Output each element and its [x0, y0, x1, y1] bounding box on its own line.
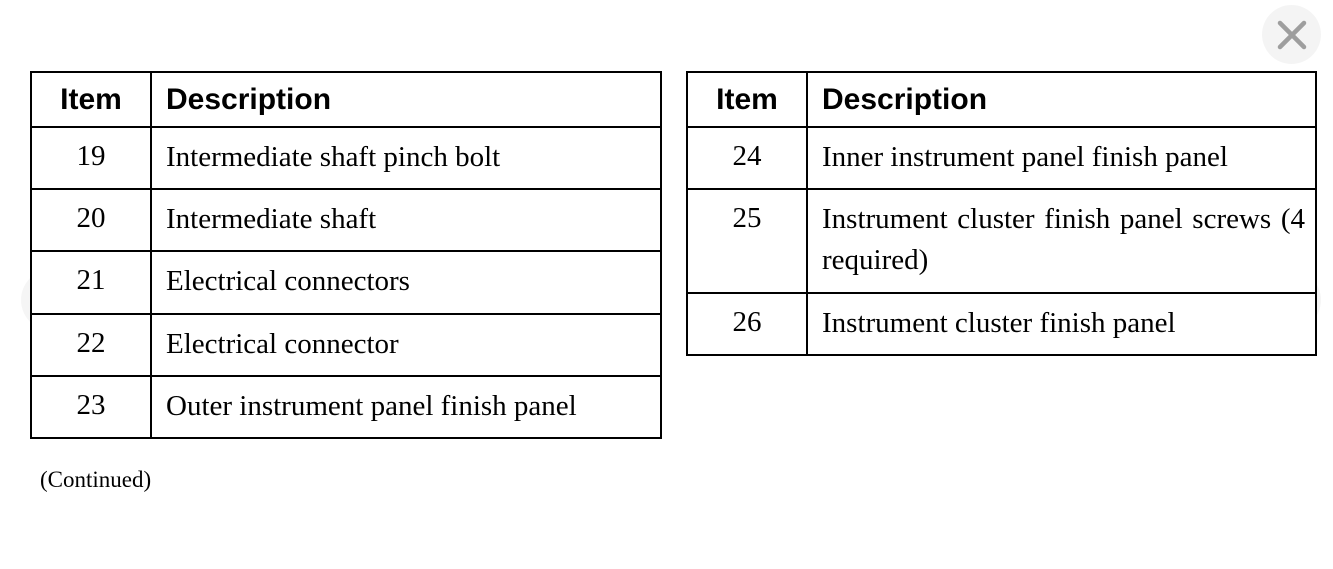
close-icon — [1275, 18, 1309, 52]
item-number: 19 — [30, 125, 152, 191]
item-number: 20 — [30, 188, 152, 253]
close-button[interactable] — [1262, 5, 1321, 64]
item-number: 22 — [30, 312, 152, 377]
table-header-row: Item Description — [30, 71, 662, 128]
table-row: 22 Electrical connector — [30, 312, 662, 377]
parts-table-right: Item Description 24 Inner instrument pan… — [686, 71, 1317, 356]
table-row: 19 Intermediate shaft pinch bolt — [30, 125, 662, 191]
table-row: 26 Instrument cluster finish panel — [686, 291, 1317, 356]
column-header-description: Description — [806, 71, 1317, 128]
item-description: Intermediate shaft — [150, 188, 662, 253]
item-description: Instrument cluster finish panel — [806, 291, 1317, 356]
table-row: 21 Electrical connectors — [30, 250, 662, 315]
item-description: Intermediate shaft pinch bolt — [150, 125, 662, 191]
continued-note: (Continued) — [40, 467, 152, 492]
column-header-description: Description — [150, 71, 662, 128]
item-number: 25 — [686, 188, 808, 294]
item-description: Instrument cluster finish panel screws (… — [806, 188, 1317, 294]
table-row: 24 Inner instrument panel finish panel — [686, 125, 1317, 191]
item-description: Inner instrument panel finish panel — [806, 125, 1317, 191]
item-number: 26 — [686, 291, 808, 356]
table-header-row: Item Description — [686, 71, 1317, 128]
column-header-item: Item — [686, 71, 808, 128]
item-number: 24 — [686, 125, 808, 191]
item-number: 21 — [30, 250, 152, 315]
item-description: Electrical connectors — [150, 250, 662, 315]
item-description: Outer instrument panel finish panel — [150, 374, 662, 439]
table-row: 23 Outer instrument panel finish panel — [30, 374, 662, 439]
table-row: 20 Intermediate shaft — [30, 188, 662, 253]
item-number: 23 — [30, 374, 152, 439]
column-header-item: Item — [30, 71, 152, 128]
table-row: 25 Instrument cluster finish panel screw… — [686, 188, 1317, 294]
item-description: Electrical connector — [150, 312, 662, 377]
parts-table-left: Item Description 19 Intermediate shaft p… — [30, 71, 662, 439]
